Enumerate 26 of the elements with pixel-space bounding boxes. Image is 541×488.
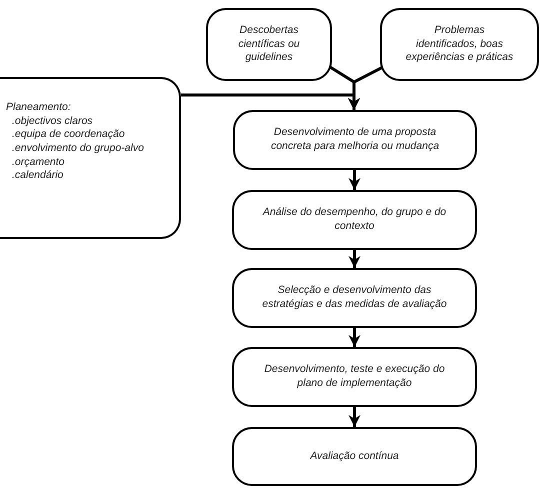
process-box [232,190,477,250]
box-text: Problemas identificados, boas experiências e práticas [404,24,514,65]
box-text: .equipa de coordenação [11,128,125,142]
arrow [348,407,360,427]
box-text: Desenvolvimento, teste e execução do plano de implementação [263,363,446,391]
process-box [232,268,477,328]
arrow [348,250,360,268]
arrow [348,170,360,190]
box-text: .orçamento [11,156,65,170]
box-text: Selecção e desenvolvimento das estratégias e das medidas de avaliação [261,284,448,312]
box-text: Descobertas científicas ou guidelines [237,24,301,65]
process-box [232,347,477,407]
box-text: Planeamento: [6,101,71,115]
box-text: .objectivos claros [11,114,93,128]
arrow [181,94,360,110]
arrow [348,328,360,347]
process-box [206,8,332,81]
process-box [232,427,477,486]
process-box [380,8,539,81]
box-text: Desenvolvimento de uma proposta concreta para melhoria ou mudança [270,126,440,154]
box-text: Análise do desempenho, do grupo e do contexto [262,206,448,234]
process-box [233,110,477,170]
box-text: .envolvimento do grupo-alvo [11,142,144,156]
box-text: .calendário [11,169,64,183]
process-box [0,77,181,239]
box-text: Avaliação contínua [310,450,399,464]
